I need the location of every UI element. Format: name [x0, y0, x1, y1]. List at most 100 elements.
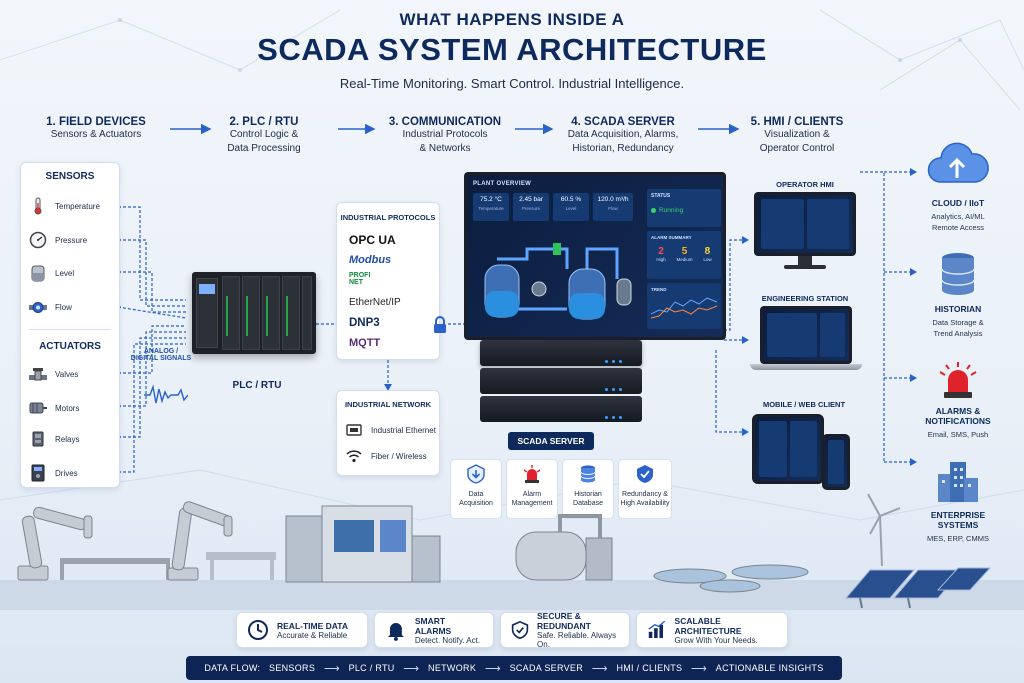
protocols-heading: INDUSTRIAL PROTOCOLS	[340, 213, 436, 222]
feature-title: SECURE & REDUNDANT	[537, 611, 591, 631]
connector-line	[118, 206, 186, 301]
stage-desc: Visualization &	[764, 129, 830, 140]
level-tank-icon	[31, 265, 45, 282]
alarm-beacon-icon	[939, 362, 977, 398]
reading-tile: 75.2 °C Temperature	[473, 193, 509, 221]
connector-line	[118, 343, 186, 473]
field-item-label: Level	[55, 268, 75, 278]
arrow-right-icon: ⟶	[691, 662, 708, 675]
feature-desc: Accurate & Reliable	[277, 630, 348, 640]
right-item-desc: Trend Analysis	[933, 329, 983, 338]
capability-card-alarm-management: Alarm Management	[506, 459, 558, 519]
connector-line	[118, 325, 186, 374]
network-panel: INDUSTRIAL NETWORK Industrial Ethernet F…	[336, 390, 440, 476]
stage-desc: Historian, Redundancy	[572, 143, 674, 154]
stage-title: 3. COMMUNICATION	[388, 116, 502, 128]
arrow-right-icon: ⟶	[591, 662, 608, 675]
stage-plc: 2. PLC / RTU Control Logic & Data Proces…	[214, 116, 314, 156]
right-item-historian: HISTORIAN Data Storage & Trend Analysis	[910, 252, 1006, 339]
connector-line	[118, 337, 186, 438]
wifi-icon	[346, 450, 362, 463]
connector-line	[117, 306, 187, 319]
field-item-temperature: Temperature	[29, 197, 100, 215]
reading-label: Flow	[608, 206, 618, 211]
trend-title: TREND	[651, 287, 667, 292]
reading-value: 75.2 °C	[480, 196, 502, 203]
scada-server-badge: SCADA SERVER	[508, 432, 594, 450]
feature-desc: Safe. Reliable. Always On.	[537, 631, 617, 649]
field-item-relays: Relays	[29, 430, 79, 448]
reading-label: Pressure	[521, 206, 540, 211]
right-item-desc: Remote Access	[931, 223, 985, 232]
industrial-scene	[0, 493, 1024, 610]
client-label-engineering-station: ENGINEERING STATION	[761, 294, 849, 303]
capability-label: Alarm	[522, 491, 542, 498]
field-item-pressure: Pressure	[29, 231, 87, 249]
stage-communication: 3. COMMUNICATION Industrial Protocols & …	[380, 116, 510, 156]
right-item-desc: Data Storage &	[932, 318, 984, 327]
bar-chart-icon	[648, 620, 666, 638]
protocol-profinet: PROFI NET	[349, 272, 370, 286]
network-item-label: Industrial Ethernet	[371, 425, 436, 435]
stage-scada-server: 4. SCADA SERVER Data Acquisition, Alarms…	[558, 116, 688, 156]
client-label-operator-hmi: OPERATOR HMI	[776, 180, 834, 189]
stage-title: 1. FIELD DEVICES	[46, 116, 146, 128]
plc-rack	[192, 272, 316, 354]
field-item-drives: Drives	[29, 464, 78, 482]
capability-label: Data	[468, 491, 484, 498]
running-indicator	[651, 208, 656, 213]
stage-title: 4. SCADA SERVER	[571, 116, 675, 128]
page-title: SCADA SYSTEM ARCHITECTURE	[257, 32, 767, 67]
reading-value: 120.0 m³/h	[597, 196, 629, 203]
signal-label: DIGITAL SIGNALS	[130, 355, 192, 362]
valve-icon	[29, 368, 47, 381]
network-item-label: Fiber / Wireless	[371, 451, 427, 461]
thermometer-icon	[34, 197, 42, 215]
alarm-label: High	[656, 257, 666, 262]
network-item-ethernet: Industrial Ethernet	[345, 421, 436, 439]
trend-panel: TREND	[647, 283, 721, 329]
protocol-dnp3: DNP3	[349, 317, 380, 329]
stage-desc: Data Processing	[227, 143, 301, 154]
field-item-label: Flow	[55, 302, 72, 312]
ethernet-port-icon	[346, 424, 362, 436]
field-item-label: Drives	[55, 468, 78, 478]
database-icon	[580, 465, 596, 483]
protocol-label: DNP3	[349, 317, 380, 329]
pressure-gauge-icon	[29, 231, 47, 249]
capability-label: Historian	[574, 491, 602, 498]
data-flow-label: DATA FLOW:	[204, 663, 261, 673]
reading-label: Level	[565, 206, 577, 211]
flow-step: SENSORS	[269, 663, 316, 673]
protocol-label: NET	[349, 279, 363, 286]
process-diagram	[484, 243, 632, 320]
signal-label: ANALOG /	[143, 348, 179, 355]
reading-tile: 60.5 %Level	[553, 193, 589, 221]
drive-icon	[31, 464, 45, 482]
robot-arm-icon	[17, 506, 93, 581]
flow-step: ACTIONABLE INSIGHTS	[715, 663, 824, 673]
connector-line	[860, 171, 885, 462]
arrow-right-icon: ⟶	[484, 662, 501, 675]
wind-turbine-icon	[867, 493, 901, 567]
connector-line	[724, 239, 748, 331]
right-item-enterprise: ENTERPRISE SYSTEMS MES, ERP, CMMS	[910, 460, 1006, 544]
capability-label: Management	[511, 500, 553, 507]
protocol-label: Modbus	[349, 254, 392, 266]
connector-line	[118, 239, 186, 307]
stage-field-devices: 1. FIELD DEVICES Sensors & Actuators	[36, 116, 156, 142]
capability-card-historian: Historian Database	[562, 459, 614, 519]
capability-label: Redundancy &	[622, 491, 668, 498]
tablet-client	[752, 414, 824, 484]
field-item-label: Motors	[55, 403, 80, 413]
reading-label: Temperature	[478, 206, 504, 211]
shield-icon	[637, 465, 653, 483]
feature-desc: Detect. Notify. Act.	[414, 635, 481, 645]
lock-icon	[434, 316, 446, 333]
